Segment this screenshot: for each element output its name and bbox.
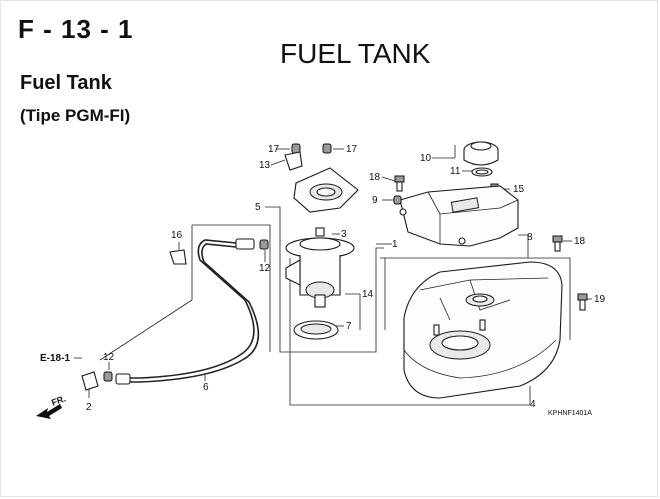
tank-cover: [399, 185, 519, 247]
fuel-hose: [115, 238, 260, 385]
callout-8: 8: [527, 232, 533, 243]
callout-3: 3: [341, 229, 347, 240]
reference-label: E-18-1: [40, 353, 70, 364]
clip-2: [81, 371, 99, 391]
callout-1: 1: [392, 239, 398, 250]
callout-15: 15: [513, 184, 525, 195]
bolt-18-right: [552, 235, 563, 252]
clamp-16: [169, 249, 187, 265]
callout-2: 2: [86, 402, 92, 413]
callout-16: 16: [171, 230, 183, 241]
callout-14: 14: [362, 289, 374, 300]
bracket-hose-group: [99, 225, 193, 361]
callout-18-upper: 18: [369, 172, 381, 183]
pump-set-plate: [293, 167, 359, 213]
front-label: FR.: [50, 393, 67, 407]
callout-19: 19: [594, 294, 606, 305]
callout-17-left: 17: [268, 144, 280, 155]
callout-13: 13: [259, 160, 271, 171]
callout-11: 11: [450, 166, 461, 177]
callout-9: 9: [372, 195, 378, 206]
diagram-subtitle: Fuel Tank: [20, 72, 112, 94]
callout-4: 4: [530, 399, 536, 410]
callout-10: 10: [420, 153, 432, 164]
fuel-tank-body: [403, 261, 563, 399]
callout-5: 5: [255, 202, 261, 213]
callout-18-right: 18: [574, 236, 586, 247]
callout-12-upper: 12: [259, 263, 271, 274]
clip-12-upper: [259, 239, 269, 250]
callout-7: 7: [346, 321, 352, 332]
diagram-code: KPHNF1401A: [548, 410, 592, 417]
pump-seal-7: [293, 320, 339, 340]
bolt-18-upper: [394, 175, 405, 192]
diagram-title: FUEL TANK: [280, 38, 431, 69]
cap-gasket: [471, 167, 493, 177]
clip-12-lower: [103, 371, 113, 382]
fuel-pump-unit: [285, 227, 355, 308]
section-code: F - 13 - 1: [18, 14, 134, 44]
bolt-19: [577, 293, 588, 311]
callout-6: 6: [203, 382, 209, 393]
grommet-9: [393, 195, 402, 205]
diagram-variant: (Tipe PGM-FI): [20, 106, 131, 125]
clip-17-right: [322, 143, 332, 154]
fuel-cap: [463, 141, 499, 166]
bracket-13: [284, 151, 303, 171]
clip-17-left: [291, 143, 301, 154]
bracket-tank: [289, 258, 531, 406]
front-direction-arrow: [36, 404, 62, 419]
bracket-pump-group: [265, 206, 384, 353]
callout-17-right: 17: [346, 144, 358, 155]
callout-12-lower: 12: [103, 352, 115, 363]
